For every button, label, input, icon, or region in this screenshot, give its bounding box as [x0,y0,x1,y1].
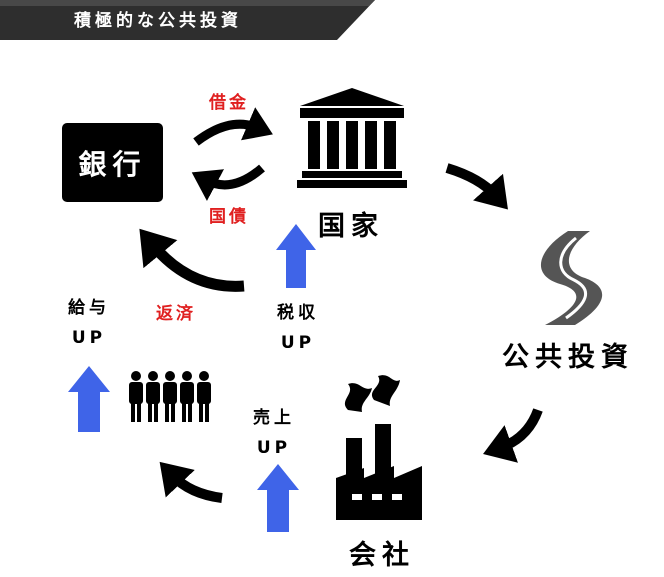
curved-arrow-icon [483,408,543,463]
blue-up-arrow-icon [276,224,316,288]
blue-up-arrow-icon [257,464,299,532]
loan-label: 借金 [209,93,249,113]
tax-up-label: 税収 UP [277,303,319,353]
company-label: 会社 [349,540,415,571]
bond-label: 国債 [209,207,249,227]
loan-arrow [193,107,273,146]
bank-box: 銀行 [62,123,163,202]
workers-group-icon [129,371,211,422]
repay-label: 返済 [156,304,196,324]
government-building-icon [297,88,407,188]
repay-arrow [139,228,245,292]
nation-label: 国家 [318,211,384,242]
curved-arrow-icon [445,163,508,210]
salary-up-label: 給与 UP [68,298,110,348]
public-investment-label: 公共投資 [502,342,634,373]
blue-up-arrow-icon [68,366,110,432]
factory-icon [336,375,422,520]
header-banner: 積極的な公共投資 [0,0,375,40]
road-icon [540,231,603,325]
curved-arrow-icon [159,461,223,503]
bond-arrow [191,164,265,201]
sales-up-label: 売上 UP [253,408,295,458]
page-title: 積極的な公共投資 [74,11,242,31]
bank-label: 銀行 [78,147,147,181]
